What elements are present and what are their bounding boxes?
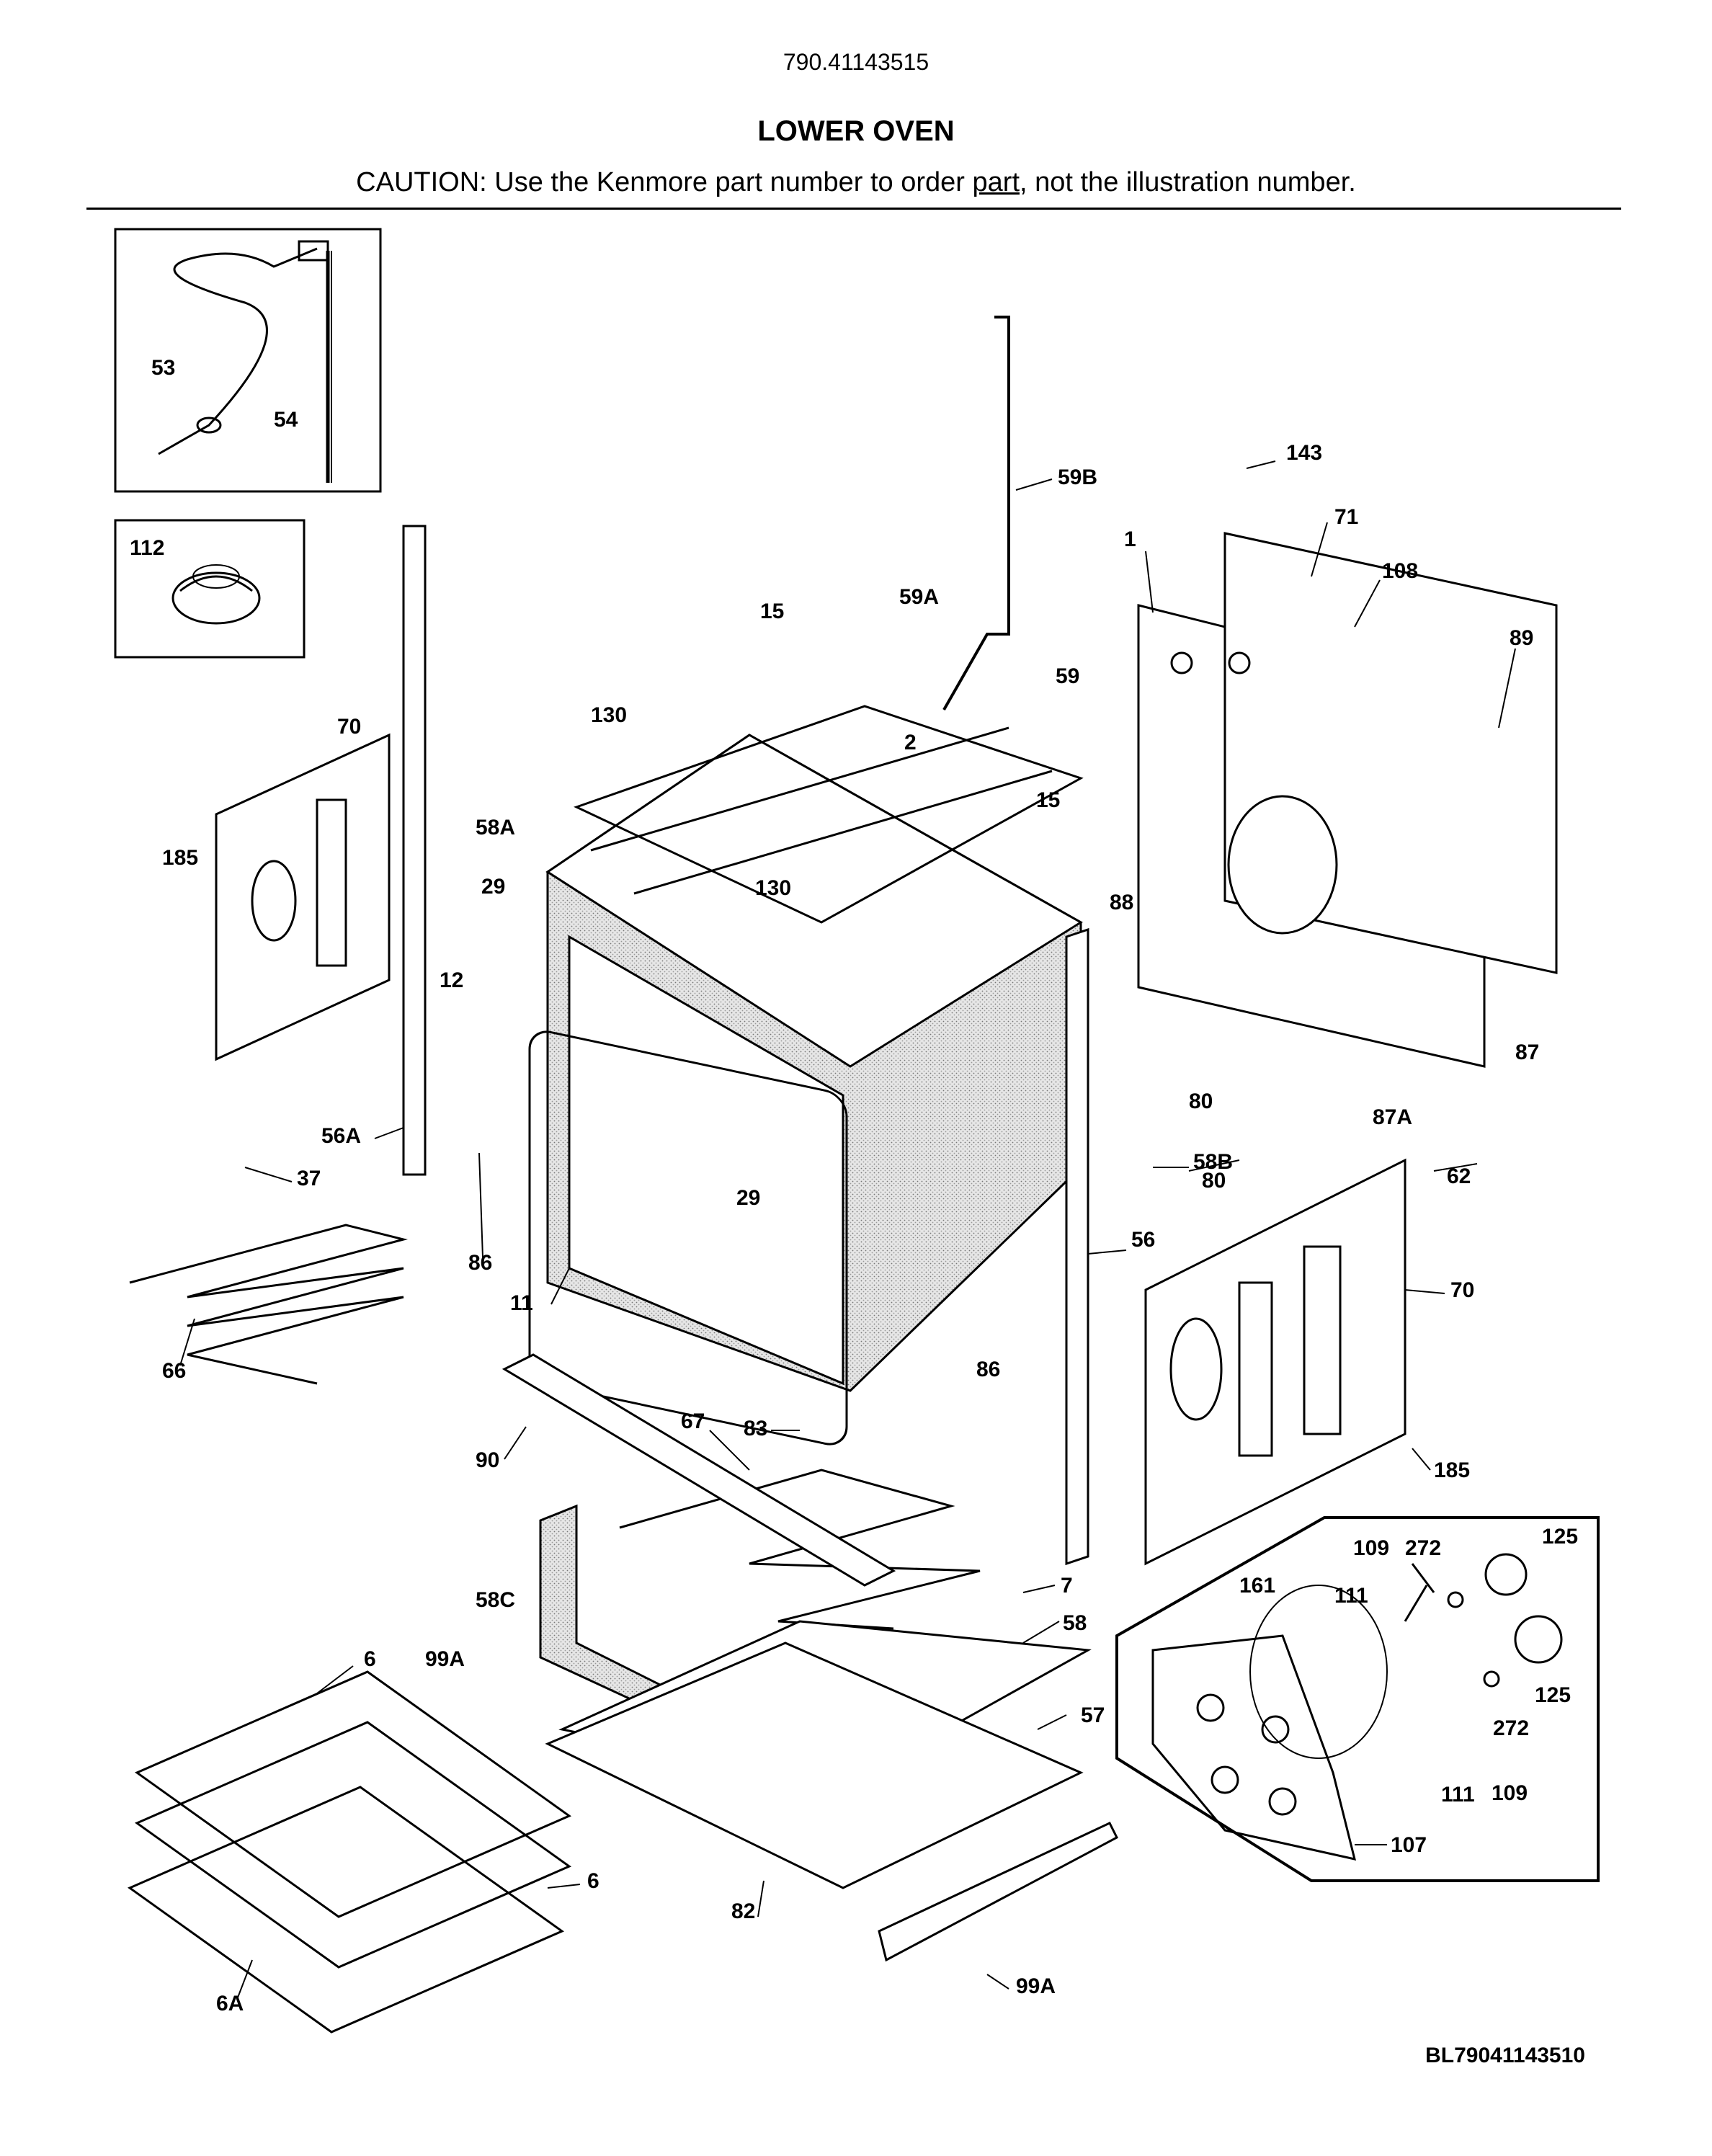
callout-99a[interactable]: 99A: [1016, 1974, 1056, 1998]
callout-88[interactable]: 88: [1110, 891, 1133, 914]
right-front-frame: [1065, 927, 1089, 1566]
diagram-id: BL79041143510: [1425, 2044, 1585, 2067]
callout-80[interactable]: 80: [1202, 1169, 1226, 1193]
callout-80[interactable]: 80: [1189, 1090, 1213, 1113]
callout-108[interactable]: 108: [1382, 559, 1418, 583]
callout-125[interactable]: 125: [1542, 1525, 1578, 1549]
callout-109[interactable]: 109: [1492, 1781, 1528, 1805]
oven-racks: [127, 1670, 572, 2034]
callout-89[interactable]: 89: [1510, 626, 1533, 650]
callout-1[interactable]: 1: [1124, 527, 1136, 551]
thermostat-inset: [114, 519, 306, 659]
callout-71[interactable]: 71: [1334, 505, 1358, 529]
callout-87[interactable]: 87: [1515, 1041, 1539, 1064]
caution-note: CAUTION: Use the Kenmore part number to …: [0, 167, 1712, 198]
callout-111[interactable]: 111: [1441, 1783, 1475, 1807]
callout-70[interactable]: 70: [337, 715, 361, 739]
callout-130[interactable]: 130: [591, 703, 627, 727]
callout-86[interactable]: 86: [468, 1251, 492, 1275]
callout-185[interactable]: 185: [1434, 1458, 1470, 1482]
callout-37[interactable]: 37: [297, 1167, 321, 1190]
sensor-wire-inset: [114, 228, 382, 493]
callout-54[interactable]: 54: [274, 408, 298, 432]
broil-element: [129, 1224, 408, 1385]
callout-130[interactable]: 130: [755, 876, 791, 900]
rear-panel: [1137, 532, 1558, 1068]
model-number: 790.41143515: [783, 49, 929, 75]
callout-83[interactable]: 83: [744, 1417, 767, 1440]
convection-fan-inset: [1115, 1516, 1600, 1882]
callout-58[interactable]: 58: [1063, 1611, 1087, 1635]
callout-15[interactable]: 15: [760, 600, 784, 623]
page-title: LOWER OVEN: [757, 115, 955, 147]
callout-58c[interactable]: 58C: [476, 1588, 515, 1612]
oven-cavity: [528, 705, 1084, 1446]
header-divider: [86, 208, 1621, 210]
callout-57[interactable]: 57: [1081, 1703, 1105, 1727]
callout-12[interactable]: 12: [440, 968, 463, 992]
caution-text: CAUTION: Use the Kenmore part number to …: [356, 167, 973, 197]
callout-107[interactable]: 107: [1391, 1833, 1427, 1857]
bottom-pan: [545, 1620, 1118, 1962]
callout-29[interactable]: 29: [481, 875, 505, 899]
bake-element: [619, 1469, 981, 1630]
callout-59[interactable]: 59: [1056, 664, 1079, 688]
callout-99a[interactable]: 99A: [425, 1647, 465, 1671]
callout-6[interactable]: 6: [587, 1869, 599, 1893]
left-front-frame: [402, 525, 427, 1176]
callout-11[interactable]: 11: [510, 1291, 533, 1315]
right-side-panel: [1144, 1158, 1406, 1566]
callout-56[interactable]: 56: [1131, 1228, 1155, 1252]
callout-67[interactable]: 67: [681, 1409, 705, 1433]
callout-87a[interactable]: 87A: [1373, 1105, 1412, 1129]
callout-82[interactable]: 82: [731, 1899, 755, 1923]
left-side-panel: [215, 733, 391, 1061]
front-trim-bar: [501, 1353, 896, 1587]
callout-70[interactable]: 70: [1450, 1278, 1474, 1302]
callout-143[interactable]: 143: [1286, 441, 1322, 465]
callout-56a[interactable]: 56A: [321, 1124, 361, 1148]
callout-6[interactable]: 6: [364, 1647, 376, 1671]
caution-text-end: , not the illustration number.: [1020, 167, 1356, 197]
caution-part-link[interactable]: part: [972, 167, 1020, 197]
callout-272[interactable]: 272: [1493, 1716, 1529, 1740]
callout-161[interactable]: 161: [1239, 1574, 1275, 1598]
callout-59b[interactable]: 59B: [1058, 466, 1097, 489]
callout-29[interactable]: 29: [736, 1186, 760, 1210]
callout-6a[interactable]: 6A: [216, 1992, 244, 2015]
callout-2[interactable]: 2: [904, 731, 917, 754]
leader-lines: [179, 460, 1516, 1998]
callout-111[interactable]: 111: [1334, 1584, 1368, 1608]
callout-86[interactable]: 86: [976, 1358, 1000, 1381]
callout-272[interactable]: 272: [1405, 1536, 1441, 1560]
callout-15[interactable]: 15: [1036, 788, 1060, 812]
callout-66[interactable]: 66: [162, 1359, 186, 1383]
callout-labels: 1 2 6 6 6A 7 11 12 15 15 29 29 37 53 54 …: [130, 356, 1578, 2015]
callout-109[interactable]: 109: [1353, 1536, 1389, 1560]
callout-58b[interactable]: 58B: [1193, 1150, 1233, 1174]
callout-112[interactable]: 112: [130, 536, 164, 560]
callout-125[interactable]: 125: [1535, 1683, 1571, 1707]
callout-59a[interactable]: 59A: [899, 585, 939, 609]
callout-7[interactable]: 7: [1061, 1574, 1073, 1598]
callout-90[interactable]: 90: [476, 1448, 499, 1472]
callout-53[interactable]: 53: [151, 356, 175, 380]
callout-185[interactable]: 185: [162, 846, 198, 870]
vent-tube: [942, 316, 1010, 710]
callout-58a[interactable]: 58A: [476, 816, 515, 839]
